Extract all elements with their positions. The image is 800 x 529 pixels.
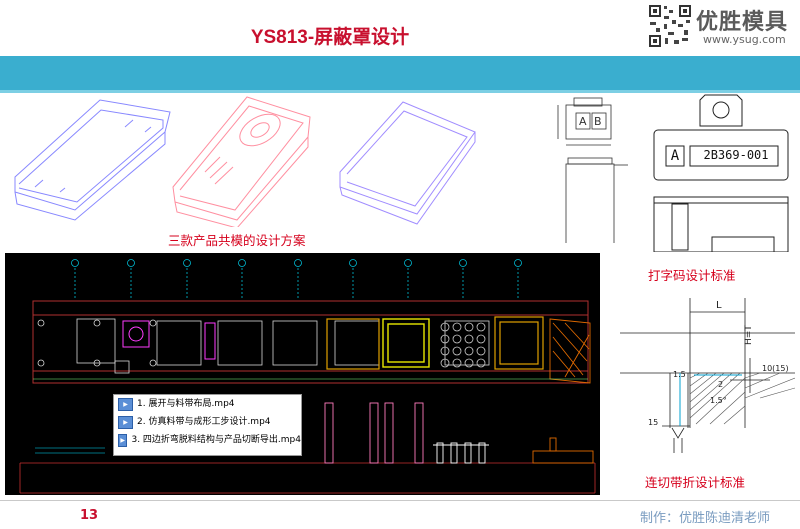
caption-bending: 连切带折设计标准: [645, 475, 746, 490]
strip-layout-drawing: [19, 259, 596, 494]
stamp-part-drawing: [653, 94, 789, 252]
cad-strip-layout: [5, 253, 600, 495]
file-name: 1. 展开与料带布局.mp4: [137, 399, 235, 409]
marking-section-drawing: A B: [557, 97, 628, 243]
file-item[interactable]: ▶ 1. 展开与料带布局.mp4: [114, 395, 301, 413]
video-file-list: ▶ 1. 展开与料带布局.mp4 ▶ 2. 仿真料带与成形工步设计.mp4 ▶ …: [113, 394, 302, 456]
page-number: 13: [80, 508, 99, 523]
file-item[interactable]: ▶ 2. 仿真料带与成形工步设计.mp4: [114, 413, 301, 431]
author-credit: 制作：优胜陈迪清老师: [640, 511, 771, 526]
caption-products: 三款产品共模的设计方案: [168, 233, 306, 248]
qr-code-icon: [648, 4, 692, 48]
header-band: [0, 56, 800, 93]
dim-2: 2: [718, 380, 724, 389]
file-name: 2. 仿真料带与成形工步设计.mp4: [137, 417, 271, 427]
dim-L: L: [716, 300, 722, 311]
dim-H: H=T: [744, 325, 754, 345]
stamp-code: 2B369-001: [703, 148, 769, 162]
svg-text:A: A: [579, 115, 587, 128]
svg-text:B: B: [594, 115, 602, 128]
product-shields-illustration: [14, 96, 476, 227]
video-file-icon: ▶: [118, 415, 133, 429]
file-item[interactable]: ▶ 3. 四边折弯脱料结构与产品切断导出.mp4: [114, 431, 301, 449]
bending-standard-drawing: [620, 298, 795, 453]
video-file-icon: ▶: [118, 397, 133, 411]
stamp-letter: A: [670, 148, 680, 164]
dim-10-15: 10(15): [762, 364, 789, 373]
brand-url: www.ysug.com: [703, 33, 786, 46]
brand-logo-text: 优胜模具: [696, 10, 789, 35]
caption-marking: 打字码设计标准: [648, 268, 736, 283]
footer-divider: [0, 500, 800, 501]
slide-title: YS813-屏蔽罩设计: [250, 27, 410, 48]
file-name: 3. 四边折弯脱料结构与产品切断导出.mp4: [131, 435, 301, 445]
dim-15: 15: [648, 418, 659, 427]
dim-angle: 1.5°: [710, 396, 727, 405]
dim-1-5: 1.5: [673, 370, 686, 379]
video-file-icon: ▶: [118, 433, 128, 447]
